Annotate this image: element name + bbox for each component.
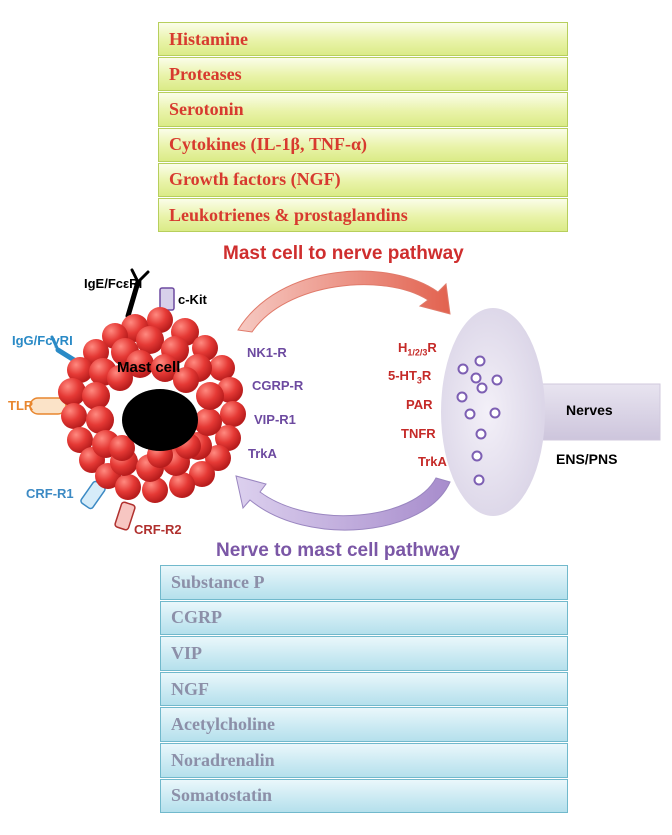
neuro-row: CGRP <box>160 600 568 636</box>
neuro-label: Somatostatin <box>171 785 273 806</box>
ckit-receptor <box>159 287 175 311</box>
ens-pns-label: ENS/PNS <box>556 451 618 467</box>
crf2-receptor <box>114 501 136 531</box>
neuro-label: CGRP <box>171 607 222 628</box>
neuro-label: Acetylcholine <box>171 714 275 735</box>
neuro-label: Substance P <box>171 571 265 592</box>
nerves-label: Nerves <box>566 402 613 418</box>
igg-label: IgG/FcγRI <box>12 333 73 348</box>
neuro-row: Substance P <box>160 565 568 600</box>
mediators-table: Histamine Proteases Serotonin Cytokines … <box>158 22 568 233</box>
ckit-label: c-Kit <box>178 292 207 307</box>
neuro-label: VIP <box>171 642 202 663</box>
nerve-to-mast-title: Nerve to mast cell pathway <box>216 540 460 561</box>
mediator-label: Cytokines (IL-1β, TNF-α) <box>169 134 368 155</box>
cgrpr-label: CGRP-R <box>252 378 304 393</box>
mediator-label: Proteases <box>169 63 242 84</box>
mediator-row: Histamine <box>158 22 568 57</box>
h123r-label: H1/2/3R <box>398 340 437 358</box>
crf1-label: CRF-R1 <box>26 486 74 501</box>
nk1r-label: NK1-R <box>247 345 287 360</box>
mediator-row: Proteases <box>158 57 568 92</box>
par-label: PAR <box>406 397 433 412</box>
neuro-row: NGF <box>160 671 568 707</box>
mediator-row: Serotonin <box>158 92 568 127</box>
trka-nerve-label: TrkA <box>418 454 447 469</box>
mediator-label: Growth factors (NGF) <box>169 169 341 190</box>
neuro-row: Noradrenalin <box>160 742 568 778</box>
neuro-row: VIP <box>160 636 568 671</box>
ige-label: IgE/FcεRI <box>84 276 143 291</box>
mediator-row: Leukotrienes & prostaglandins <box>158 197 568 233</box>
mast-cell-body <box>58 307 246 503</box>
mediator-label: Serotonin <box>169 98 244 119</box>
crf2-label: CRF-R2 <box>134 522 182 537</box>
mediator-row: Cytokines (IL-1β, TNF-α) <box>158 127 568 162</box>
ige-receptor <box>125 268 150 319</box>
5ht3r-label: 5-HT3R <box>388 368 432 386</box>
mediator-label: Histamine <box>169 28 248 49</box>
tnfr-label: TNFR <box>401 426 436 441</box>
mast-cell-label: Mast cell <box>117 359 181 376</box>
nucleus <box>122 389 198 451</box>
tlr-label: TLR <box>8 398 34 413</box>
nerve-to-mast-arrow <box>235 475 451 531</box>
neuro-label: Noradrenalin <box>171 749 275 770</box>
axon <box>534 383 661 441</box>
vesicles <box>456 355 503 486</box>
neuro-row: Acetylcholine <box>160 707 568 742</box>
trka-mast-label: TrkA <box>248 446 277 461</box>
neuro-row: Somatostatin <box>160 778 568 814</box>
neuro-label: NGF <box>171 678 209 699</box>
mast-to-nerve-title: Mast cell to nerve pathway <box>223 243 464 264</box>
mediator-row: Growth factors (NGF) <box>158 162 568 197</box>
mediator-label: Leukotrienes & prostaglandins <box>169 204 408 225</box>
vipr1-label: VIP-R1 <box>254 412 296 427</box>
mast-to-nerve-arrow <box>237 270 451 333</box>
neuro-table: Substance P CGRP VIP NGF Acetylcholine N… <box>160 565 568 814</box>
